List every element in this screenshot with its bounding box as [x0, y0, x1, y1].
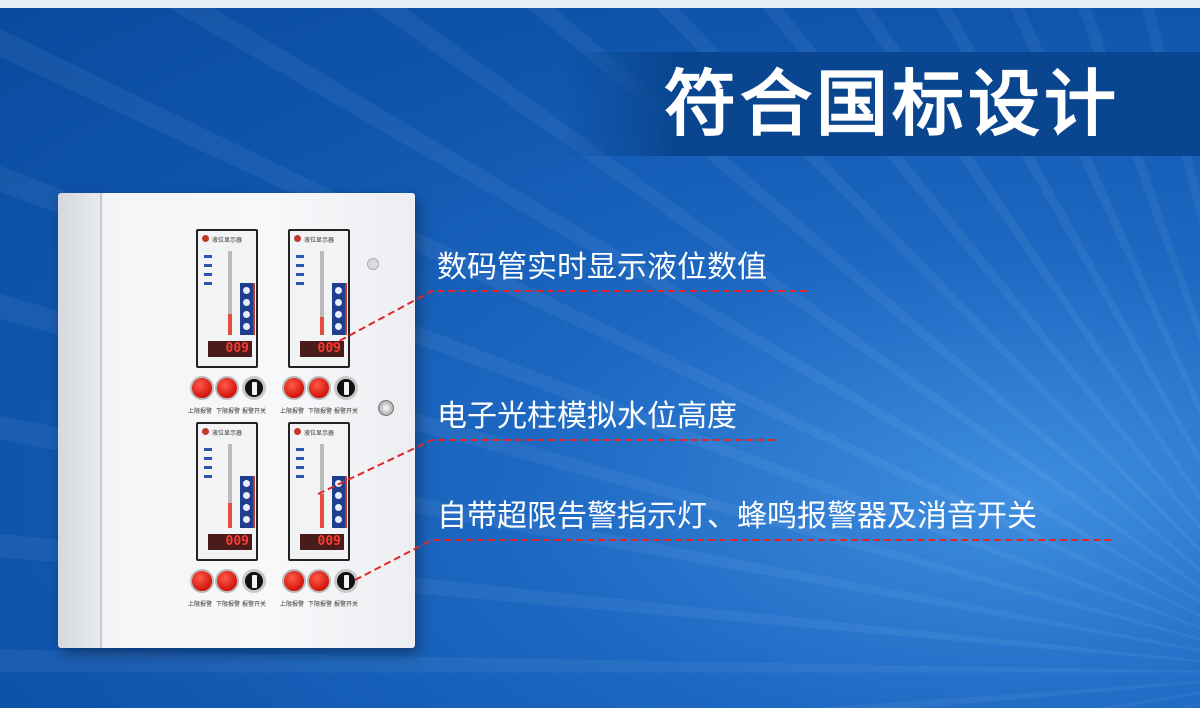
button-label-switch: 报警开关: [242, 408, 267, 415]
top-strip: [0, 0, 1200, 8]
level-bar-fill: [228, 314, 232, 335]
level-bar-fill: [320, 317, 324, 335]
level-bar: [320, 251, 324, 335]
down-key-icon: [243, 504, 250, 511]
up-key-icon: [243, 299, 250, 306]
status-tags: [296, 255, 304, 291]
title-band: [560, 52, 1200, 156]
cabinet-knob: [378, 400, 394, 416]
cabinet-edge: [100, 193, 102, 648]
feature-1: 数码管实时显示液位数值: [437, 250, 767, 285]
button-label-switch: 报警开关: [242, 601, 267, 608]
lower-alarm-light: [307, 376, 331, 400]
upper-alarm-light: [190, 376, 214, 400]
alarm-switch: [334, 376, 358, 400]
level-bar-fill: [320, 494, 324, 528]
down-key-icon: [243, 311, 250, 318]
brand-logo-icon: [294, 235, 301, 242]
display-title: 液位显示器: [304, 430, 335, 437]
button-label-upper: 上限报警: [280, 408, 305, 415]
right-key-icon: [243, 516, 250, 523]
callout-line-3: [354, 539, 1115, 581]
alarm-switch: [242, 376, 266, 400]
keypad: [332, 283, 347, 335]
up-key-icon: [243, 492, 250, 499]
up-key-icon: [335, 299, 342, 306]
button-label-upper: 上限报警: [280, 601, 305, 608]
level-bar: [228, 251, 232, 335]
brand-logo-icon: [202, 235, 209, 242]
brand-logo-icon: [294, 428, 301, 435]
down-key-icon: [335, 504, 342, 511]
button-label-switch: 报警开关: [334, 408, 359, 415]
level-display: 液位显示器 009: [196, 229, 258, 368]
upper-alarm-light: [282, 376, 306, 400]
status-tags: [204, 448, 212, 484]
button-label-lower: 下限报警: [216, 408, 241, 415]
right-key-icon: [335, 323, 342, 330]
upper-alarm-light: [282, 569, 306, 593]
keypad: [240, 283, 255, 335]
display-title: 液位显示器: [212, 237, 243, 244]
button-label-upper: 上限报警: [188, 408, 213, 415]
status-tags: [204, 255, 212, 291]
down-key-icon: [335, 311, 342, 318]
lower-alarm-light: [215, 569, 239, 593]
level-display: 液位显示器 009: [196, 422, 258, 561]
display-title: 液位显示器: [304, 237, 335, 244]
up-key-icon: [335, 492, 342, 499]
set-key-icon: [243, 287, 250, 294]
upper-alarm-light: [190, 569, 214, 593]
alarm-switch: [242, 569, 266, 593]
callout-line-1: [329, 290, 810, 347]
lock-icon: [367, 258, 379, 270]
callout-line-2: [317, 439, 776, 495]
level-display: 液位显示器 009: [288, 422, 350, 561]
led-reading: 009: [208, 341, 252, 357]
lower-alarm-light: [307, 569, 331, 593]
feature-2: 电子光柱模拟水位高度: [437, 399, 737, 434]
status-tags: [296, 448, 304, 484]
alarm-switch: [334, 569, 358, 593]
led-reading: 009: [300, 534, 344, 550]
button-label-lower: 下限报警: [216, 601, 241, 608]
button-label-lower: 下限报警: [308, 408, 333, 415]
control-cabinet: [58, 193, 415, 648]
level-bar: [228, 444, 232, 528]
led-reading: 009: [208, 534, 252, 550]
set-key-icon: [243, 480, 250, 487]
right-key-icon: [335, 516, 342, 523]
button-label-upper: 上限报警: [188, 601, 213, 608]
brand-logo-icon: [202, 428, 209, 435]
display-title: 液位显示器: [212, 430, 243, 437]
level-bar: [320, 444, 324, 528]
level-display: 液位显示器 009: [288, 229, 350, 368]
right-key-icon: [243, 323, 250, 330]
set-key-icon: [335, 287, 342, 294]
level-bar-fill: [228, 503, 232, 528]
lower-alarm-light: [215, 376, 239, 400]
feature-3: 自带超限告警指示灯、蜂鸣报警器及消音开关: [437, 499, 1037, 534]
button-label-switch: 报警开关: [334, 601, 359, 608]
keypad: [240, 476, 255, 528]
button-label-lower: 下限报警: [308, 601, 333, 608]
page-title: 符合国标设计: [664, 62, 1121, 146]
